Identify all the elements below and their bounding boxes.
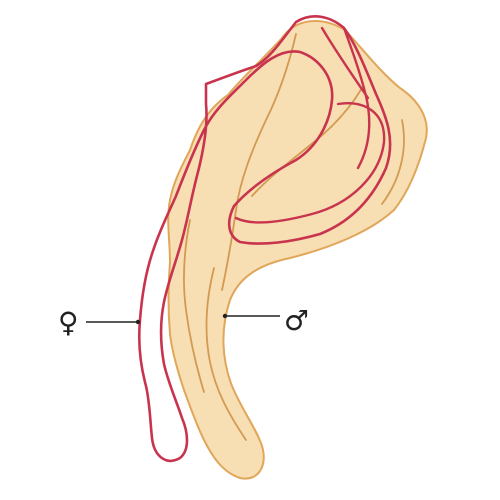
female-inner-contour-3 xyxy=(234,102,386,224)
male-bone-silhouette xyxy=(167,19,428,480)
male-inner-ridge-5 xyxy=(183,219,205,393)
male-leader-dot xyxy=(222,313,228,319)
female-inner-contour-1 xyxy=(320,26,370,100)
male-inner-ridge-1 xyxy=(221,33,297,291)
female-leader-dot xyxy=(135,319,141,325)
female-symbol: ♀ xyxy=(58,306,79,339)
female-inner-contour-2 xyxy=(342,26,371,170)
male-inner-ridge-4 xyxy=(205,267,247,441)
male-inner-ridge-3 xyxy=(381,119,405,205)
male-symbol: ♂ xyxy=(284,304,309,337)
female-outline xyxy=(137,15,392,463)
